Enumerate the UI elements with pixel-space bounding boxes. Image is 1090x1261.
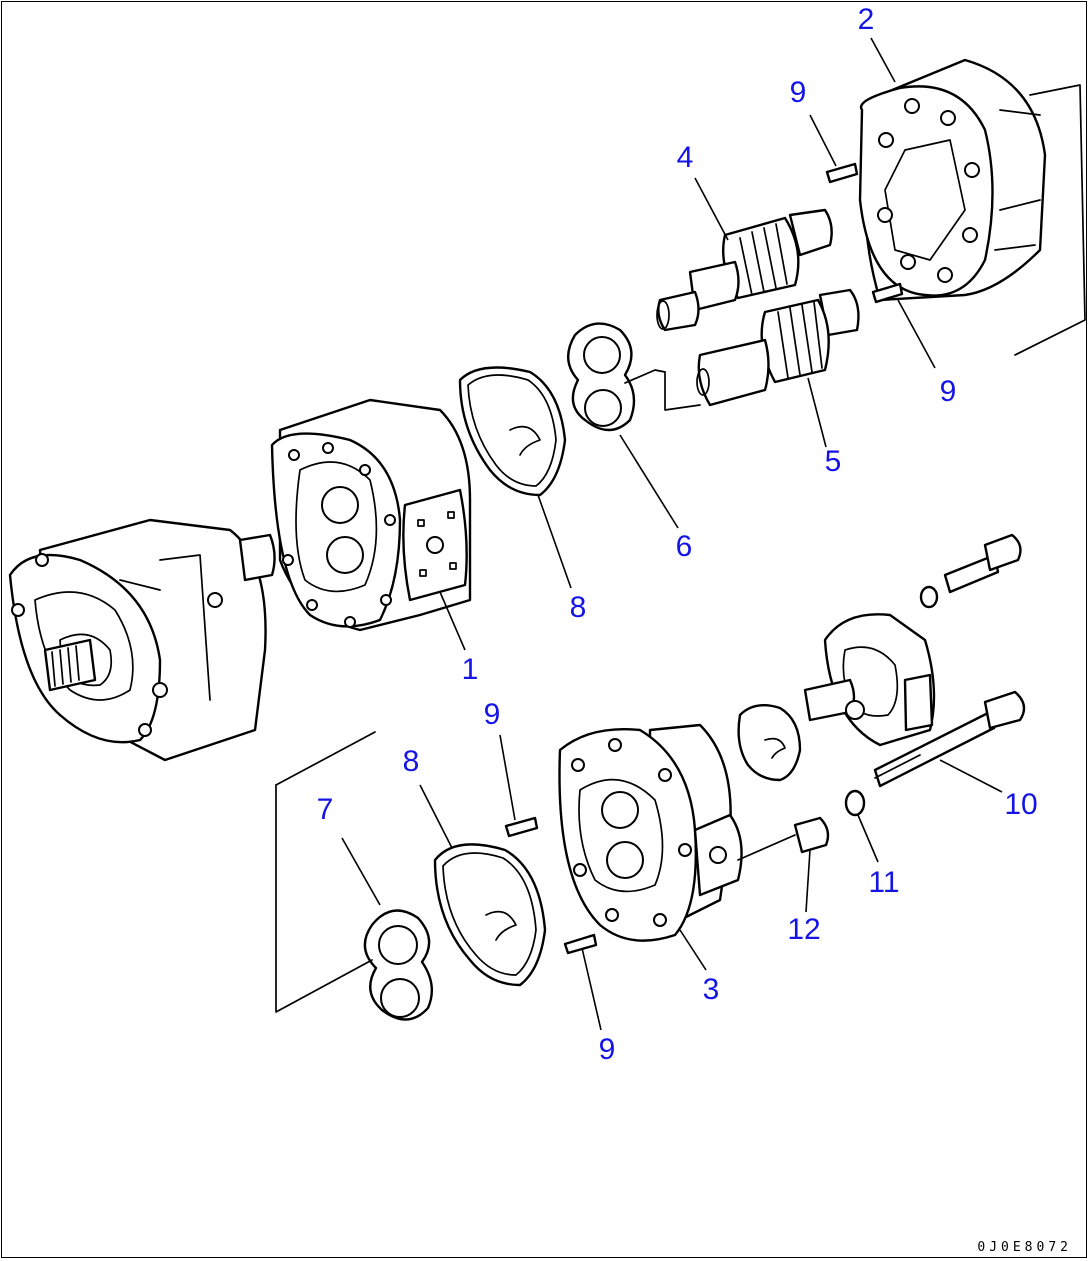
- pump-gasket: [737, 704, 802, 782]
- callout-part-3: 3: [702, 973, 720, 1006]
- callout-part-10: 10: [1004, 788, 1038, 821]
- callout-part-6: 6: [675, 530, 693, 563]
- callout-part-9-bottom: 9: [598, 1033, 616, 1066]
- callout-part-11: 11: [868, 866, 900, 899]
- leader-lines: [341, 37, 1003, 1031]
- part-12-fitting: [737, 816, 830, 861]
- part-7-wear-plate: [275, 731, 434, 1021]
- callout-part-2: 2: [857, 3, 875, 36]
- motor-flange-assembly: [8, 518, 276, 762]
- part-9-dowel-pins: [504, 162, 904, 955]
- part-8-gasket-lower: [433, 843, 547, 987]
- part-2-rear-cover: [858, 58, 1086, 356]
- callout-part-8-upper: 8: [569, 591, 587, 624]
- part-1-front-body: [270, 398, 472, 632]
- auxiliary-pump-assembly: [803, 613, 936, 747]
- callout-part-9-right: 9: [939, 375, 957, 408]
- part-8-gasket-upper: [458, 366, 567, 497]
- callout-part-9-top: 9: [789, 76, 807, 109]
- part-6-thrust-plate: [567, 322, 666, 432]
- callout-part-7: 7: [316, 793, 334, 826]
- part-3-rear-body: [558, 723, 743, 942]
- part-4-drive-gear: [656, 208, 833, 332]
- callout-part-12: 12: [787, 913, 821, 946]
- drawing-code: 0J0E8072: [977, 1240, 1072, 1255]
- callout-part-5: 5: [824, 445, 842, 478]
- callout-part-8-lower: 8: [402, 745, 420, 778]
- part-5-driven-gear: [664, 288, 860, 411]
- callout-part-9-middle: 9: [483, 698, 501, 731]
- callout-part-1: 1: [461, 653, 479, 686]
- part-10-bolts: [873, 533, 1026, 788]
- part-11-washer: [844, 789, 866, 817]
- callout-part-4: 4: [676, 141, 694, 174]
